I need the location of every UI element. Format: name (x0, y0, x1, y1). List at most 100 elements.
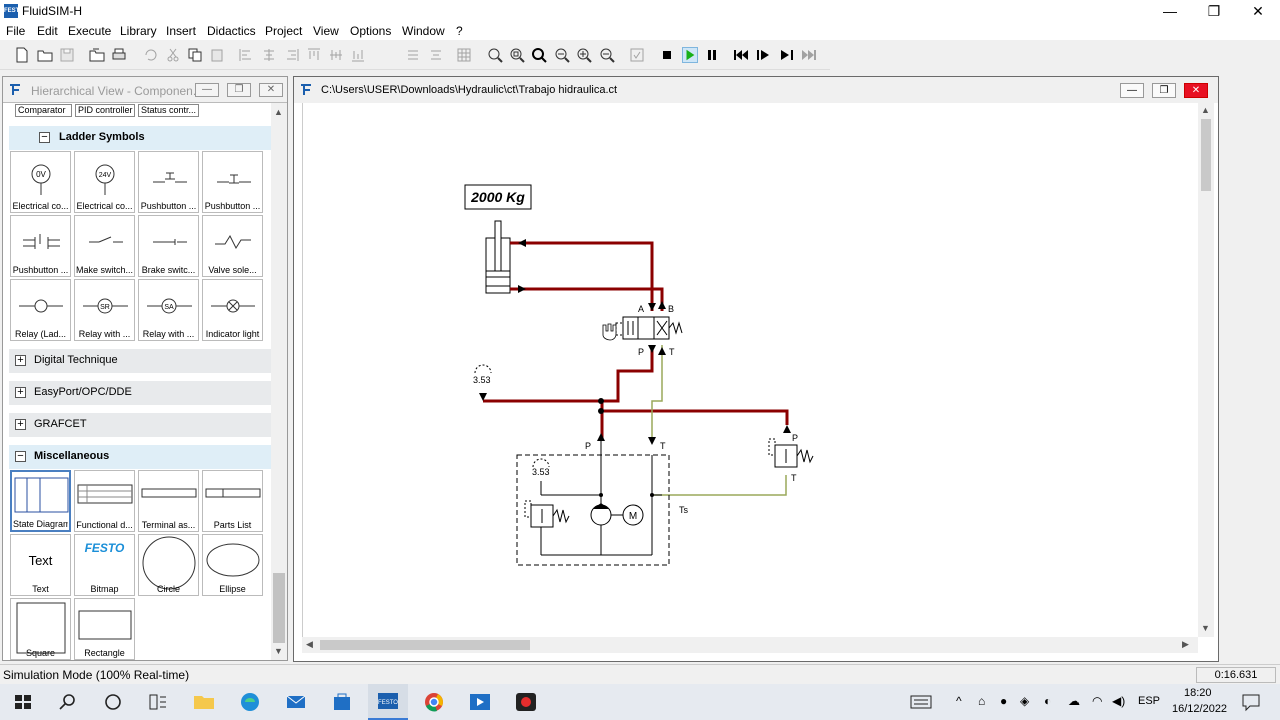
horizontal-scrollbar-thumb[interactable] (320, 640, 530, 650)
wifi-icon[interactable]: ◠ (1092, 694, 1103, 708)
taskbar-date[interactable]: 16/12/2022 (1172, 703, 1228, 715)
library-item-pid-controller[interactable]: PID controller (75, 104, 135, 117)
show-hidden-icons[interactable]: ^ (956, 694, 962, 708)
library-item-pushbutton-2[interactable]: Pushbutton ... (202, 151, 263, 213)
panel-scrollbar[interactable]: ▲ ▼ (271, 103, 287, 660)
paste-icon[interactable] (209, 47, 225, 63)
file-explorer-icon[interactable] (191, 690, 217, 714)
pause-icon[interactable] (704, 47, 720, 63)
volume-icon[interactable]: ◀) (1112, 694, 1126, 708)
windows-start-icon[interactable] (10, 690, 36, 714)
close-button[interactable]: ✕ (1252, 3, 1264, 19)
vertical-scrollbar-thumb[interactable] (1201, 119, 1211, 191)
mail-icon[interactable] (283, 690, 309, 714)
section-grafcet[interactable]: + GRAFCET (9, 413, 271, 437)
panel-maximize-button[interactable]: ❐ (227, 83, 251, 97)
power-unit-assembly[interactable]: 3.53 M (516, 441, 670, 566)
zoom-in-icon[interactable] (576, 47, 592, 63)
notifications-icon[interactable] (1238, 690, 1264, 714)
library-item-relay-ladder[interactable]: Relay (Lad... (10, 279, 71, 341)
distribute-icon[interactable] (405, 47, 421, 63)
menu-view[interactable]: View (313, 24, 339, 38)
library-item-comparator[interactable]: Comparator (15, 104, 72, 117)
reset-icon[interactable] (733, 47, 749, 63)
library-item-rectangle[interactable]: Rectangle (74, 598, 135, 660)
library-item-text[interactable]: Text Text (10, 534, 71, 596)
menu-execute[interactable]: Execute (68, 24, 112, 38)
expand-icon[interactable]: + (15, 419, 26, 430)
menu-file[interactable]: File (6, 24, 26, 38)
section-easyport[interactable]: + EasyPort/OPC/DDE (9, 381, 271, 405)
minimize-button[interactable]: — (1163, 3, 1177, 19)
collapse-icon[interactable]: − (39, 132, 50, 143)
scroll-down-icon[interactable]: ▼ (1201, 623, 1210, 633)
pressure-gauge[interactable]: 3.53 (473, 364, 492, 385)
scrollbar-thumb[interactable] (273, 573, 285, 643)
scroll-up-icon[interactable]: ▲ (1201, 105, 1210, 115)
directional-valve-4-3[interactable] (615, 316, 683, 340)
zoom-window-icon[interactable] (509, 47, 525, 63)
menu-edit[interactable]: Edit (37, 24, 58, 38)
onedrive-icon[interactable]: ☁ (1068, 694, 1080, 708)
horizontal-scrollbar[interactable]: ◀ ▶ (302, 637, 1198, 653)
hydraulic-cylinder[interactable] (485, 220, 511, 294)
library-item-valve-solenoid[interactable]: Valve sole... (202, 215, 263, 277)
panel-minimize-button[interactable]: — (195, 83, 219, 97)
grid-icon[interactable] (456, 47, 472, 63)
network-tray-icon[interactable]: ⌂ (978, 694, 986, 708)
align-middle-icon[interactable] (328, 47, 344, 63)
single-step-icon[interactable] (756, 47, 772, 63)
align-top-icon[interactable] (306, 47, 322, 63)
library-item-indicator-light[interactable]: Indicator light (202, 279, 263, 341)
microphone-icon[interactable]: ● (1000, 694, 1008, 708)
language-indicator[interactable]: ESP (1138, 695, 1161, 707)
menu-didactics[interactable]: Didactics (207, 24, 256, 38)
document-minimize-button[interactable]: — (1120, 83, 1144, 98)
pressure-relief-valve[interactable] (768, 438, 814, 468)
document-close-button[interactable]: ✕ (1184, 83, 1208, 98)
library-item-ellipse[interactable]: Ellipse (202, 534, 263, 596)
zoom-fit-icon[interactable] (487, 47, 503, 63)
zoom-previous-icon[interactable] (554, 47, 570, 63)
section-miscellaneous[interactable]: − Miscellaneous (9, 445, 271, 469)
library-item-circle[interactable]: Circle (138, 534, 199, 596)
maximize-button[interactable]: ❐ (1207, 3, 1221, 19)
menu-project[interactable]: Project (265, 24, 303, 38)
update-icon[interactable]: ◐ (1044, 694, 1052, 708)
expand-icon[interactable]: + (15, 355, 26, 366)
zoom-out-icon[interactable] (599, 47, 615, 63)
menu-insert[interactable]: Insert (166, 24, 197, 38)
open-folder-icon[interactable] (89, 47, 105, 63)
search-icon[interactable] (55, 690, 81, 714)
align-left-icon[interactable] (238, 47, 254, 63)
panel-close-button[interactable]: ✕ (259, 83, 283, 97)
menu-help[interactable]: ? (456, 24, 463, 38)
distribute-vertical-icon[interactable] (428, 47, 444, 63)
library-item-electrical-24v[interactable]: 24V Electrical co... (74, 151, 135, 213)
library-item-state-diagram[interactable]: State Diagram (10, 470, 71, 532)
align-right-icon[interactable] (284, 47, 300, 63)
document-maximize-button[interactable]: ❐ (1152, 83, 1176, 98)
menu-window[interactable]: Window (402, 24, 445, 38)
library-item-terminal-assignment[interactable]: Terminal as... (138, 470, 199, 532)
play-icon[interactable] (682, 47, 698, 63)
open-file-icon[interactable] (37, 47, 53, 63)
library-item-relay-sa[interactable]: SA Relay with ... (138, 279, 199, 341)
undo-icon[interactable] (142, 47, 158, 63)
chrome-icon[interactable] (421, 690, 447, 714)
library-item-electrical-0v[interactable]: 0V Electrical co... (10, 151, 71, 213)
scroll-up-icon[interactable]: ▲ (274, 107, 283, 117)
new-file-icon[interactable] (14, 47, 30, 63)
zoom-all-icon[interactable] (531, 47, 547, 63)
fast-forward-icon[interactable] (801, 47, 817, 63)
store-icon[interactable] (329, 690, 355, 714)
edge-browser-icon[interactable] (237, 690, 263, 714)
library-item-pushbutton-1[interactable]: Pushbutton ... (138, 151, 199, 213)
circuit-canvas[interactable]: 2000 Kg (302, 103, 1198, 637)
keyboard-icon[interactable] (908, 690, 934, 714)
fluidsim-taskbar-button[interactable]: FESTO (368, 684, 408, 720)
copy-icon[interactable] (187, 47, 203, 63)
align-center-icon[interactable] (261, 47, 277, 63)
media-player-icon[interactable] (467, 690, 493, 714)
menu-options[interactable]: Options (350, 24, 392, 38)
